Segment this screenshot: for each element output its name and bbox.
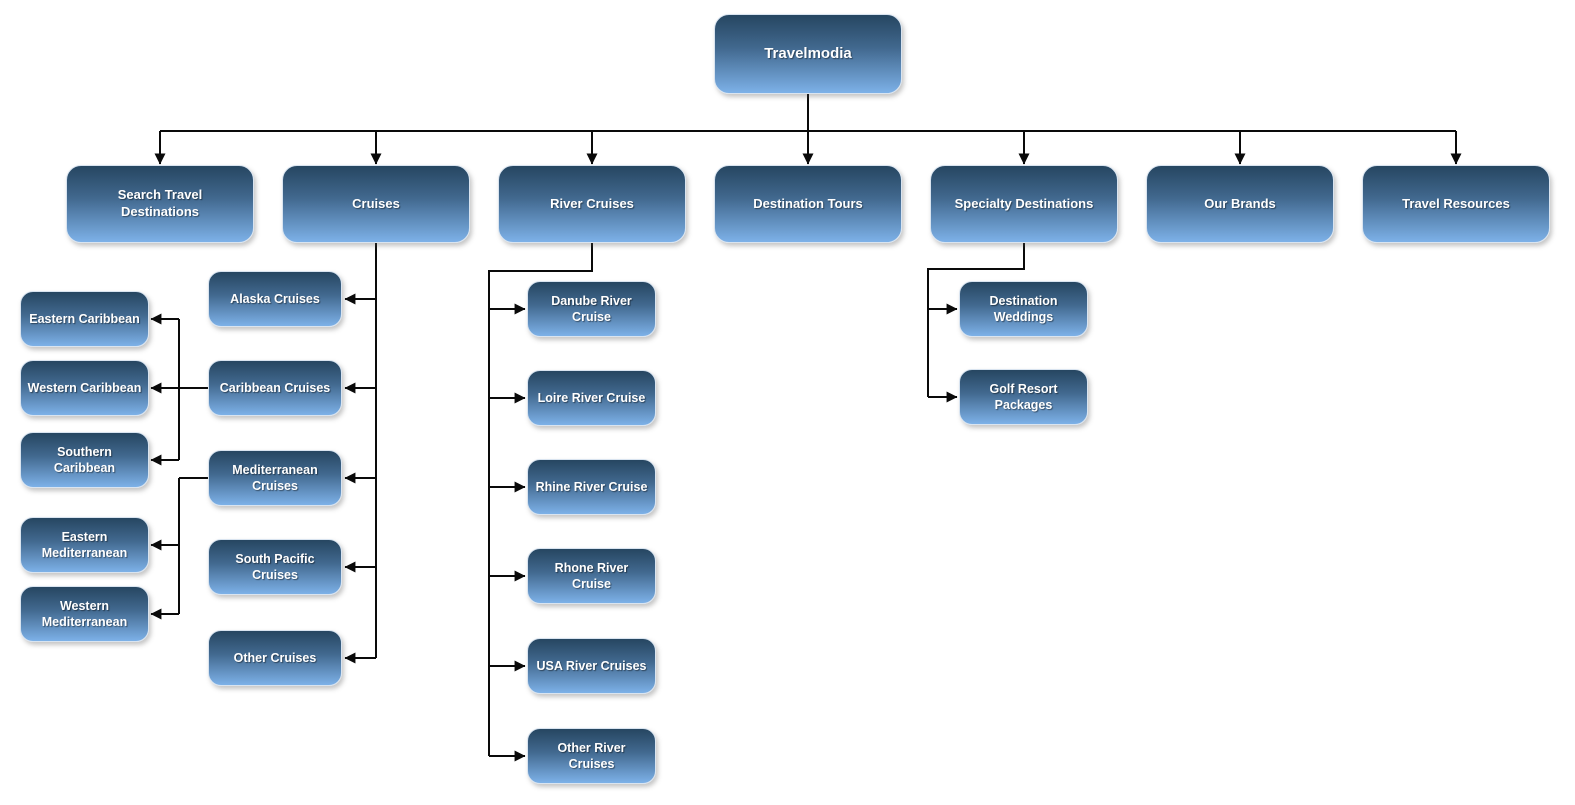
node-caribbean-cruises[interactable]: Caribbean Cruises bbox=[208, 360, 342, 416]
node-travelmodia[interactable]: Travelmodia bbox=[714, 14, 902, 94]
node-destination-tours[interactable]: Destination Tours bbox=[714, 165, 902, 243]
node-destination-weddings[interactable]: Destination Weddings bbox=[959, 281, 1088, 337]
node-our-brands[interactable]: Our Brands bbox=[1146, 165, 1334, 243]
node-travel-resources[interactable]: Travel Resources bbox=[1362, 165, 1550, 243]
node-alaska-cruises[interactable]: Alaska Cruises bbox=[208, 271, 342, 327]
connector-river-children bbox=[488, 243, 593, 762]
node-usa-river-cruises[interactable]: USA River Cruises bbox=[527, 638, 656, 694]
connector-cruises-children bbox=[344, 243, 377, 664]
node-golf-resort-packages[interactable]: Golf Resort Packages bbox=[959, 369, 1088, 425]
node-southern-caribbean[interactable]: Southern Caribbean bbox=[20, 432, 149, 488]
node-loire-river-cruise[interactable]: Loire River Cruise bbox=[527, 370, 656, 426]
node-eastern-mediterranean[interactable]: Eastern Mediterranean bbox=[20, 517, 149, 573]
node-mediterranean-cruises[interactable]: Mediterranean Cruises bbox=[208, 450, 342, 506]
node-eastern-caribbean[interactable]: Eastern Caribbean bbox=[20, 291, 149, 347]
node-cruises[interactable]: Cruises bbox=[282, 165, 470, 243]
node-river-cruises[interactable]: River Cruises bbox=[498, 165, 686, 243]
node-specialty-destinations[interactable]: Specialty Destinations bbox=[930, 165, 1118, 243]
connector-root-to-level2 bbox=[154, 94, 1462, 165]
node-western-mediterranean[interactable]: Western Mediterranean bbox=[20, 586, 149, 642]
connector-specialty-children bbox=[927, 243, 1025, 403]
connector-mediterranean-children bbox=[150, 477, 208, 620]
node-other-river-cruises[interactable]: Other River Cruises bbox=[527, 728, 656, 784]
node-other-cruises[interactable]: Other Cruises bbox=[208, 630, 342, 686]
node-western-caribbean[interactable]: Western Caribbean bbox=[20, 360, 149, 416]
connector-caribbean-children bbox=[150, 313, 208, 466]
node-search-travel-destinations[interactable]: Search Travel Destinations bbox=[66, 165, 254, 243]
node-rhone-river-cruise[interactable]: Rhone River Cruise bbox=[527, 548, 656, 604]
node-south-pacific-cruises[interactable]: South Pacific Cruises bbox=[208, 539, 342, 595]
node-rhine-river-cruise[interactable]: Rhine River Cruise bbox=[527, 459, 656, 515]
node-danube-river-cruise[interactable]: Danube River Cruise bbox=[527, 281, 656, 337]
